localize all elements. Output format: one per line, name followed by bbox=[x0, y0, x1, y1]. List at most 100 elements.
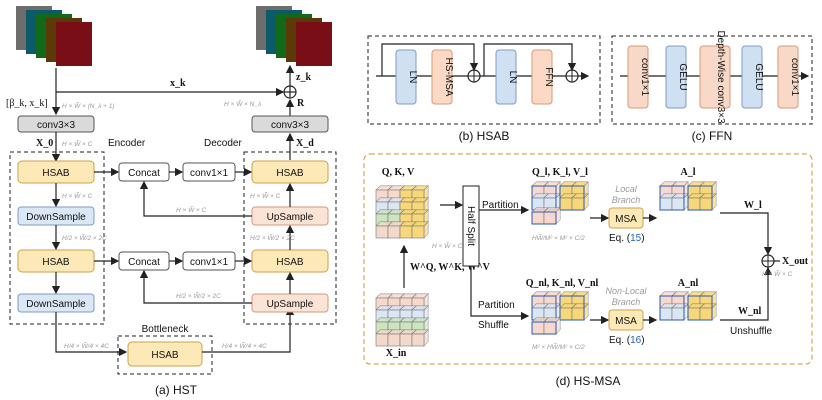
anl-tokens-b bbox=[687, 291, 717, 321]
svg-text:conv3×3: conv3×3 bbox=[37, 120, 76, 131]
local-branch-l2: Branch bbox=[612, 195, 641, 205]
ffn-region bbox=[611, 35, 813, 125]
zk-label: z_k bbox=[296, 72, 311, 83]
dim-bn-out: H/4 × W̃/4 × 4C bbox=[222, 342, 267, 350]
qnl-label: Q_nl, K_nl, V_nl bbox=[526, 278, 599, 289]
dim-local: HW̃/M² × M² × C/2 bbox=[532, 234, 585, 242]
downsample-2: DownSample bbox=[17, 293, 95, 313]
anl-label: A_nl bbox=[678, 278, 699, 289]
nonlocal-branch-l1: Non-Local bbox=[605, 286, 647, 296]
svg-text:conv1×1: conv1×1 bbox=[190, 168, 229, 179]
ffn-gelu-b: GELU bbox=[741, 45, 764, 109]
x-in-feature-cube bbox=[375, 293, 429, 347]
qkv-label: Q, K, V bbox=[382, 167, 415, 178]
dim-nonlocal: M² × HW̃/M² × C/2 bbox=[532, 343, 585, 351]
input-label: [β_k, x_k] bbox=[6, 98, 48, 109]
conv3x3-out-block: conv3×3 bbox=[251, 115, 329, 133]
wnl-label: W_nl bbox=[738, 306, 762, 317]
concat-2: Concat bbox=[118, 251, 170, 271]
shuffle-label: Shuffle bbox=[478, 320, 509, 331]
hsab-add-1-icon bbox=[467, 69, 481, 83]
dim-mid2: H/2 × W̃/2 × 2C bbox=[176, 292, 221, 300]
svg-text:Concat: Concat bbox=[128, 168, 160, 179]
ffn-conv1x1-a: conv1×1 bbox=[627, 45, 650, 109]
hsab-hsmsa: HS-MSA bbox=[431, 49, 454, 105]
dim-bn-in: H/4 × W̃/4 × 4C bbox=[64, 342, 109, 350]
conv1x1-1: conv1×1 bbox=[182, 162, 236, 182]
concat-1: Concat bbox=[118, 162, 170, 182]
dim-qkv: H × W̃ × C bbox=[432, 242, 463, 250]
svg-text:FFN: FFN bbox=[543, 67, 554, 86]
nonlocal-tokens-a bbox=[531, 291, 561, 321]
decoder-hsab-1: HSAB bbox=[251, 160, 329, 184]
msa-local-block: MSA bbox=[608, 207, 644, 229]
hsab-ln-1: LN bbox=[395, 49, 418, 105]
nonlocal-branch-l2: Branch bbox=[612, 297, 641, 307]
wl-label: W_l bbox=[744, 200, 762, 211]
ffn-conv1x1-b: conv1×1 bbox=[777, 45, 800, 109]
caption-hsab: (b) HSAB bbox=[459, 129, 510, 143]
conv3x3-in-block: conv3×3 bbox=[17, 115, 95, 133]
ql-label: Q_l, K_l, V_l bbox=[532, 167, 588, 178]
hsab-ffn: FFN bbox=[531, 49, 554, 105]
upsample-2: UpSample bbox=[251, 293, 329, 313]
residual-add-icon bbox=[283, 85, 297, 99]
wqkv-label: W^Q, W^K, W^V bbox=[410, 262, 491, 273]
hsab-region bbox=[367, 35, 601, 125]
dim-hsmsa-out: H × W̃ × C bbox=[762, 270, 793, 278]
bottleneck-label: Bottleneck bbox=[142, 324, 190, 335]
qkv-feature-cube bbox=[375, 185, 429, 239]
input-spectral-stack bbox=[16, 6, 92, 66]
svg-text:UpSample: UpSample bbox=[267, 212, 314, 223]
local-tokens-a bbox=[531, 181, 561, 211]
svg-text:conv3×3: conv3×3 bbox=[271, 120, 310, 131]
dim-out: H × W̃ × N_λ bbox=[224, 100, 261, 108]
svg-text:MSA: MSA bbox=[615, 214, 637, 225]
svg-text:UpSample: UpSample bbox=[267, 299, 314, 310]
svg-text:Depth-Wise conv3×3: Depth-Wise conv3×3 bbox=[715, 30, 726, 124]
svg-text:Half Split: Half Split bbox=[465, 206, 476, 246]
svg-text:HSAB: HSAB bbox=[42, 257, 70, 268]
hsmsa-region bbox=[363, 153, 813, 365]
eq-nonlocal: Eq. (16) bbox=[609, 335, 645, 346]
caption-hsmsa: (d) HS-MSA bbox=[556, 374, 621, 388]
output-add-icon bbox=[761, 254, 775, 268]
local-tokens-b bbox=[559, 181, 589, 211]
svg-text:DownSample: DownSample bbox=[26, 299, 86, 310]
partition2-label: Partition bbox=[478, 300, 515, 311]
x0-label: X_0 bbox=[36, 138, 53, 149]
anl-tokens-a bbox=[659, 291, 689, 321]
svg-text:Concat: Concat bbox=[128, 257, 160, 268]
local-branch-l1: Local bbox=[615, 184, 638, 194]
xd-label: X_d bbox=[296, 138, 314, 149]
ffn-gelu-a: GELU bbox=[665, 45, 688, 109]
decoder-label: Decoder bbox=[204, 138, 242, 149]
dim-in: H × W̃ × (N_λ + 1) bbox=[62, 102, 115, 110]
x-out-label: X_out bbox=[782, 256, 809, 267]
al-tokens-b bbox=[687, 181, 717, 211]
encoder-hsab-1: HSAB bbox=[17, 160, 95, 184]
dim-x0: H × W̃ × C bbox=[62, 140, 93, 148]
ffn-depthwise-conv: Depth-Wise conv3×3 bbox=[699, 30, 731, 124]
half-split-block: Half Split bbox=[462, 185, 480, 267]
bottleneck-region bbox=[117, 335, 213, 375]
svg-text:LN: LN bbox=[407, 71, 418, 84]
svg-text:DownSample: DownSample bbox=[26, 212, 86, 223]
svg-text:MSA: MSA bbox=[615, 316, 637, 327]
svg-text:conv1×1: conv1×1 bbox=[190, 257, 229, 268]
svg-text:conv1×1: conv1×1 bbox=[789, 58, 800, 97]
encoder-hsab-2: HSAB bbox=[17, 249, 95, 273]
unshuffle-label: Unshuffle bbox=[730, 326, 773, 337]
partition-label: Partition bbox=[482, 200, 519, 211]
svg-text:HSAB: HSAB bbox=[276, 257, 304, 268]
nonlocal-tokens-b bbox=[559, 291, 589, 321]
caption-hst: (a) HST bbox=[155, 383, 198, 397]
upsample-1: UpSample bbox=[251, 206, 329, 226]
svg-text:HSAB: HSAB bbox=[42, 168, 70, 179]
svg-text:GELU: GELU bbox=[677, 63, 688, 90]
decoder-hsab-2: HSAB bbox=[251, 249, 329, 273]
local-tokens-c bbox=[531, 207, 561, 225]
output-spectral-stack bbox=[256, 6, 332, 66]
msa-nonlocal-block: MSA bbox=[608, 309, 644, 331]
dim-enc2: H/2 × W̃/2 × 2C bbox=[62, 234, 107, 242]
